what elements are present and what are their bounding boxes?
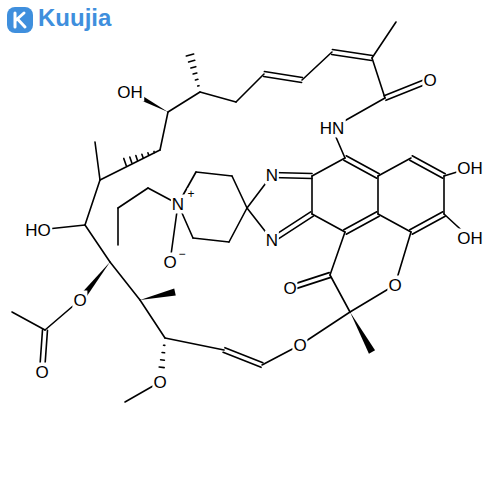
atom-label: O [162, 253, 177, 272]
single-bond [118, 188, 148, 208]
charge-sign: − [178, 248, 185, 260]
hash-bond [124, 158, 126, 165]
single-bond [302, 52, 332, 80]
hash-bond [189, 60, 195, 62]
double-bond [412, 156, 445, 174]
watermark-brand: Kuujia [38, 5, 111, 31]
single-bond [372, 58, 385, 98]
atom-label: O [282, 279, 297, 298]
double-bond [332, 50, 372, 56]
single-bond [117, 208, 119, 245]
logo-badge [7, 7, 33, 33]
atom-label: OH [116, 83, 144, 102]
single-bond [330, 275, 350, 312]
hash-bond [193, 72, 197, 75]
hash-bond [191, 67, 196, 68]
double-bond [346, 216, 379, 234]
single-bond [200, 92, 236, 102]
logo-mark [15, 13, 25, 27]
hash-bond [195, 79, 197, 81]
hash-bond [198, 85, 199, 87]
atom-label: O [292, 336, 307, 355]
hash-bond [130, 157, 132, 163]
single-bond [85, 225, 110, 262]
brand-logo [7, 7, 33, 33]
single-bond [378, 158, 411, 176]
single-bond [140, 300, 165, 338]
single-bond [12, 312, 45, 330]
single-bond [100, 150, 160, 180]
double-bond [332, 54, 372, 60]
atom-label: N [171, 195, 185, 214]
atom-label: O [422, 71, 437, 90]
single-bond [229, 208, 247, 242]
double-bond [346, 156, 379, 174]
single-bond [312, 214, 345, 232]
atom-label: OH [456, 229, 484, 248]
single-bond [236, 74, 264, 102]
atom-label: O [387, 276, 402, 295]
atom-label: HN [319, 119, 346, 138]
single-bond [193, 238, 229, 242]
single-bond [168, 92, 200, 112]
atom-label: OH [456, 159, 484, 178]
single-bond [110, 262, 140, 300]
single-bond [443, 176, 445, 214]
hash-bond [186, 54, 193, 56]
single-bond [165, 338, 224, 350]
hash-bond [161, 359, 165, 361]
double-bond [264, 76, 302, 82]
hash-bond [136, 156, 138, 161]
atom-label: O [152, 373, 167, 392]
double-bond [264, 72, 302, 78]
wedge-bond [140, 289, 176, 300]
single-bond [85, 180, 100, 225]
hash-bond [142, 154, 143, 158]
hash-bond [164, 344, 165, 346]
double-bond [225, 348, 263, 363]
atom-label: O [34, 363, 49, 382]
atom-label: O [72, 291, 87, 310]
hash-bond [159, 366, 164, 368]
single-bond [311, 176, 313, 214]
atom-label: N [265, 166, 279, 185]
single-bond [196, 172, 232, 176]
wedge-bond [350, 312, 375, 354]
single-bond [378, 214, 411, 232]
double-bond [273, 216, 313, 242]
atom-label: HO [24, 221, 52, 240]
single-bond [377, 176, 379, 214]
single-bond [330, 232, 345, 275]
atom-label: N [265, 231, 279, 250]
hash-bond [162, 352, 165, 354]
charge-sign: + [187, 188, 194, 200]
single-bond [372, 22, 396, 58]
double-bond [412, 216, 445, 234]
single-bond [160, 112, 168, 150]
single-bond [95, 142, 100, 180]
single-bond [312, 158, 345, 176]
single-bond [232, 176, 247, 208]
